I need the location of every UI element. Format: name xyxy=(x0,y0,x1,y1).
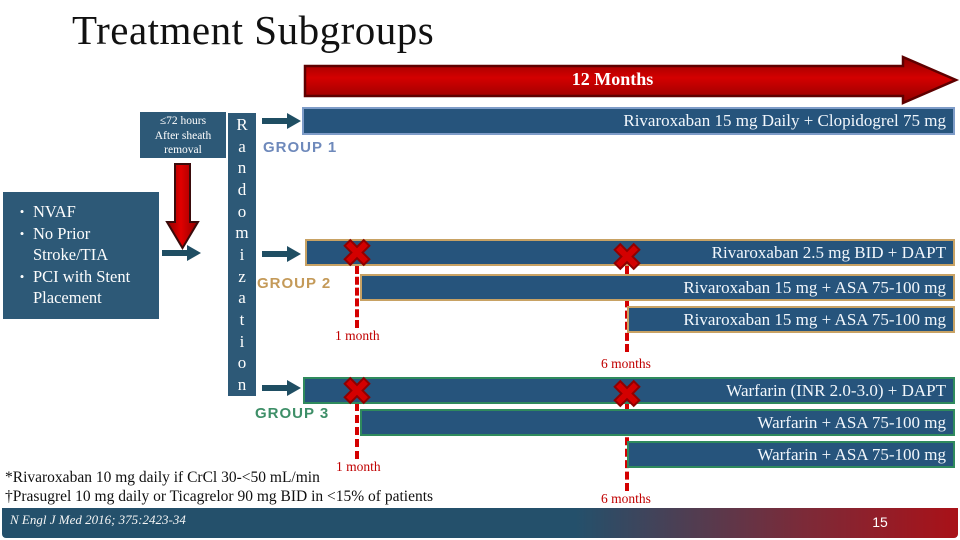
page-title: Treatment Subgroups xyxy=(72,7,435,53)
discontinue-x-icon: ✖ xyxy=(340,232,373,275)
criteria-item: • No Prior Stroke/TIA xyxy=(11,223,155,266)
bullet-icon: • xyxy=(19,225,25,241)
footer-bar xyxy=(2,508,958,538)
timing-line: ≤72 hours xyxy=(159,115,207,127)
discontinue-x-icon: ✖ xyxy=(340,370,373,413)
down-arrow-icon xyxy=(165,163,200,250)
criteria-text: PCI with Stent Placement xyxy=(33,266,131,308)
treatment-bar-group1: Rivaroxaban 15 mg Daily + Clopidogrel 75… xyxy=(302,107,955,135)
treatment-bar-group2-1: Rivaroxaban 2.5 mg BID + DAPT xyxy=(305,239,955,266)
marker-1month-group2: 1 month xyxy=(335,328,380,343)
rand-letter: t xyxy=(239,309,245,329)
treatment-bar-group3-2: Warfarin + ASA 75-100 mg xyxy=(360,409,955,436)
dashed-line-group2-1month xyxy=(355,266,359,328)
marker-6months-group2: 6 months xyxy=(601,356,651,371)
criteria-text: No Prior Stroke/TIA xyxy=(33,223,109,265)
timing-line: After sheath xyxy=(154,129,212,142)
citation: N Engl J Med 2016; 375:2423-34 xyxy=(10,512,186,527)
group1-right-arrow-icon xyxy=(262,113,301,129)
rand-letter: a xyxy=(238,288,246,308)
discontinue-x-icon: ✖ xyxy=(610,373,643,416)
rand-letter: z xyxy=(238,266,246,286)
group2-label: GROUP 2 xyxy=(257,275,332,292)
rand-letter: a xyxy=(238,136,246,156)
treatment-bar-group3-1: Warfarin (INR 2.0-3.0) + DAPT xyxy=(303,377,955,404)
footnote-line: †Prasugrel 10 mg daily or Ticagrelor 90 … xyxy=(5,488,434,505)
footnote-line: *Rivaroxaban 10 mg daily if CrCl 30-<50 … xyxy=(5,469,320,486)
page-number: 15 xyxy=(872,514,888,530)
treatment-bar-group2-3: Rivaroxaban 15 mg + ASA 75-100 mg xyxy=(627,306,955,333)
timing-line: removal xyxy=(164,144,202,156)
randomization-box: R a n d o m i z a t i o n xyxy=(228,113,256,396)
criteria-item: • NVAF xyxy=(11,201,155,223)
group1-label: GROUP 1 xyxy=(263,139,338,156)
rand-letter: n xyxy=(237,158,247,178)
rand-letter: o xyxy=(237,201,247,221)
criteria-box: • NVAF • No Prior Stroke/TIA • PCI with … xyxy=(3,192,159,319)
criteria-item: • PCI with Stent Placement xyxy=(11,266,155,309)
marker-1month-group3: 1 month xyxy=(336,459,381,474)
bullet-icon: • xyxy=(19,204,25,219)
rand-letter: n xyxy=(237,374,247,394)
timing-box: ≤72 hours After sheath removal xyxy=(140,112,226,158)
rand-letter: d xyxy=(237,179,247,199)
rand-letter: R xyxy=(236,115,248,134)
criteria-right-arrow-icon xyxy=(162,245,201,261)
timeline-banner-label: 12 Months xyxy=(571,69,654,89)
criteria-text: NVAF xyxy=(33,202,76,221)
rand-letter: m xyxy=(235,223,249,243)
bullet-icon: • xyxy=(19,268,25,284)
group2-right-arrow-icon xyxy=(262,246,301,262)
treatment-bar-group2-2: Rivaroxaban 15 mg + ASA 75-100 mg xyxy=(360,274,955,301)
footnotes: *Rivaroxaban 10 mg daily if CrCl 30-<50 … xyxy=(5,468,433,506)
group3-label: GROUP 3 xyxy=(255,405,330,422)
rand-letter: i xyxy=(239,244,245,264)
discontinue-x-icon: ✖ xyxy=(610,236,643,279)
rand-letter: o xyxy=(237,353,247,373)
dashed-line-group3-1month xyxy=(355,403,359,459)
group3-right-arrow-icon xyxy=(262,380,301,396)
treatment-bar-group3-3: Warfarin + ASA 75-100 mg xyxy=(627,441,955,468)
rand-letter: i xyxy=(239,331,245,351)
marker-6months-group3: 6 months xyxy=(601,491,651,506)
